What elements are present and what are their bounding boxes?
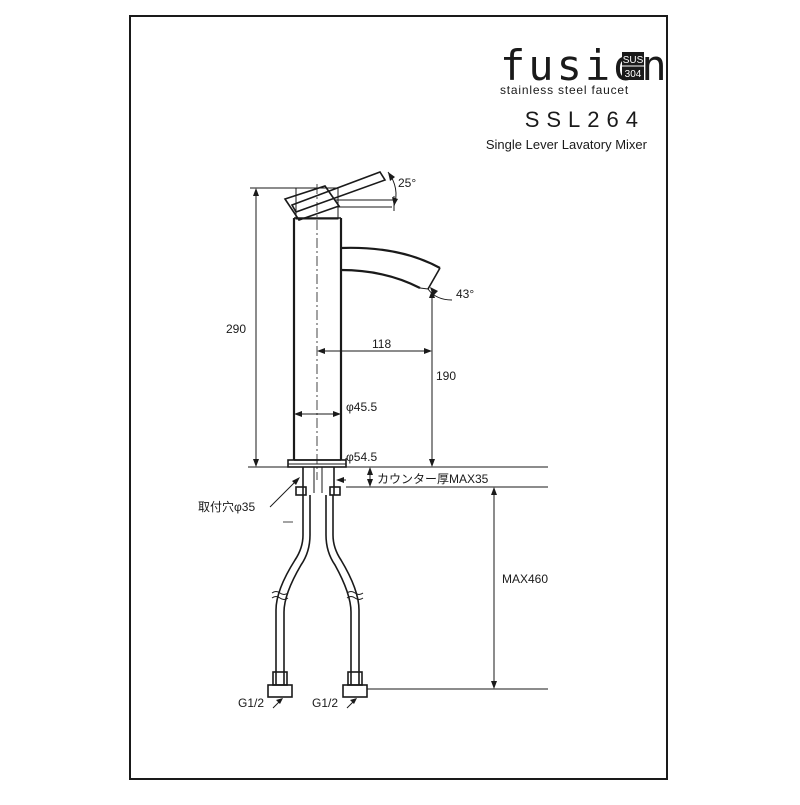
dim-spout-height: 190 <box>436 369 456 383</box>
dim-mounting-hole: 取付穴φ35 <box>198 499 255 514</box>
product-description: Single Lever Lavatory Mixer <box>486 137 648 152</box>
sus304-badge: SUS 304 <box>622 52 644 80</box>
lever-handle <box>283 171 395 221</box>
spout <box>340 246 441 290</box>
dim-spout-angle: 43° <box>456 287 474 301</box>
dim-total-height: 290 <box>226 322 246 336</box>
flexible-hoses <box>267 495 368 698</box>
brand-tagline: stainless steel faucet <box>500 83 629 97</box>
dim-lever-angle: 25° <box>398 176 416 190</box>
faucet-body <box>292 217 343 461</box>
dimension-lines <box>250 171 548 709</box>
brand-block: fusion SUS 304 stainless steel faucet <box>500 41 667 97</box>
dim-hose-length: MAX460 <box>502 572 548 586</box>
dim-right-connector: G1/2 <box>312 696 338 710</box>
model-number: SSL264 <box>525 107 645 132</box>
dim-counter-thickness: カウンター厚MAX35 <box>377 472 489 486</box>
badge-top: SUS <box>623 55 644 66</box>
dim-base-diameter: φ54.5 <box>346 450 377 464</box>
badge-bottom: 304 <box>625 69 642 80</box>
dim-left-connector: G1/2 <box>238 696 264 710</box>
dim-body-diameter: φ45.5 <box>346 400 377 414</box>
dim-spout-reach: 118 <box>372 337 391 351</box>
mounting-shank <box>295 467 341 496</box>
faucet-drawing <box>248 171 548 698</box>
sheet-border <box>129 15 668 780</box>
